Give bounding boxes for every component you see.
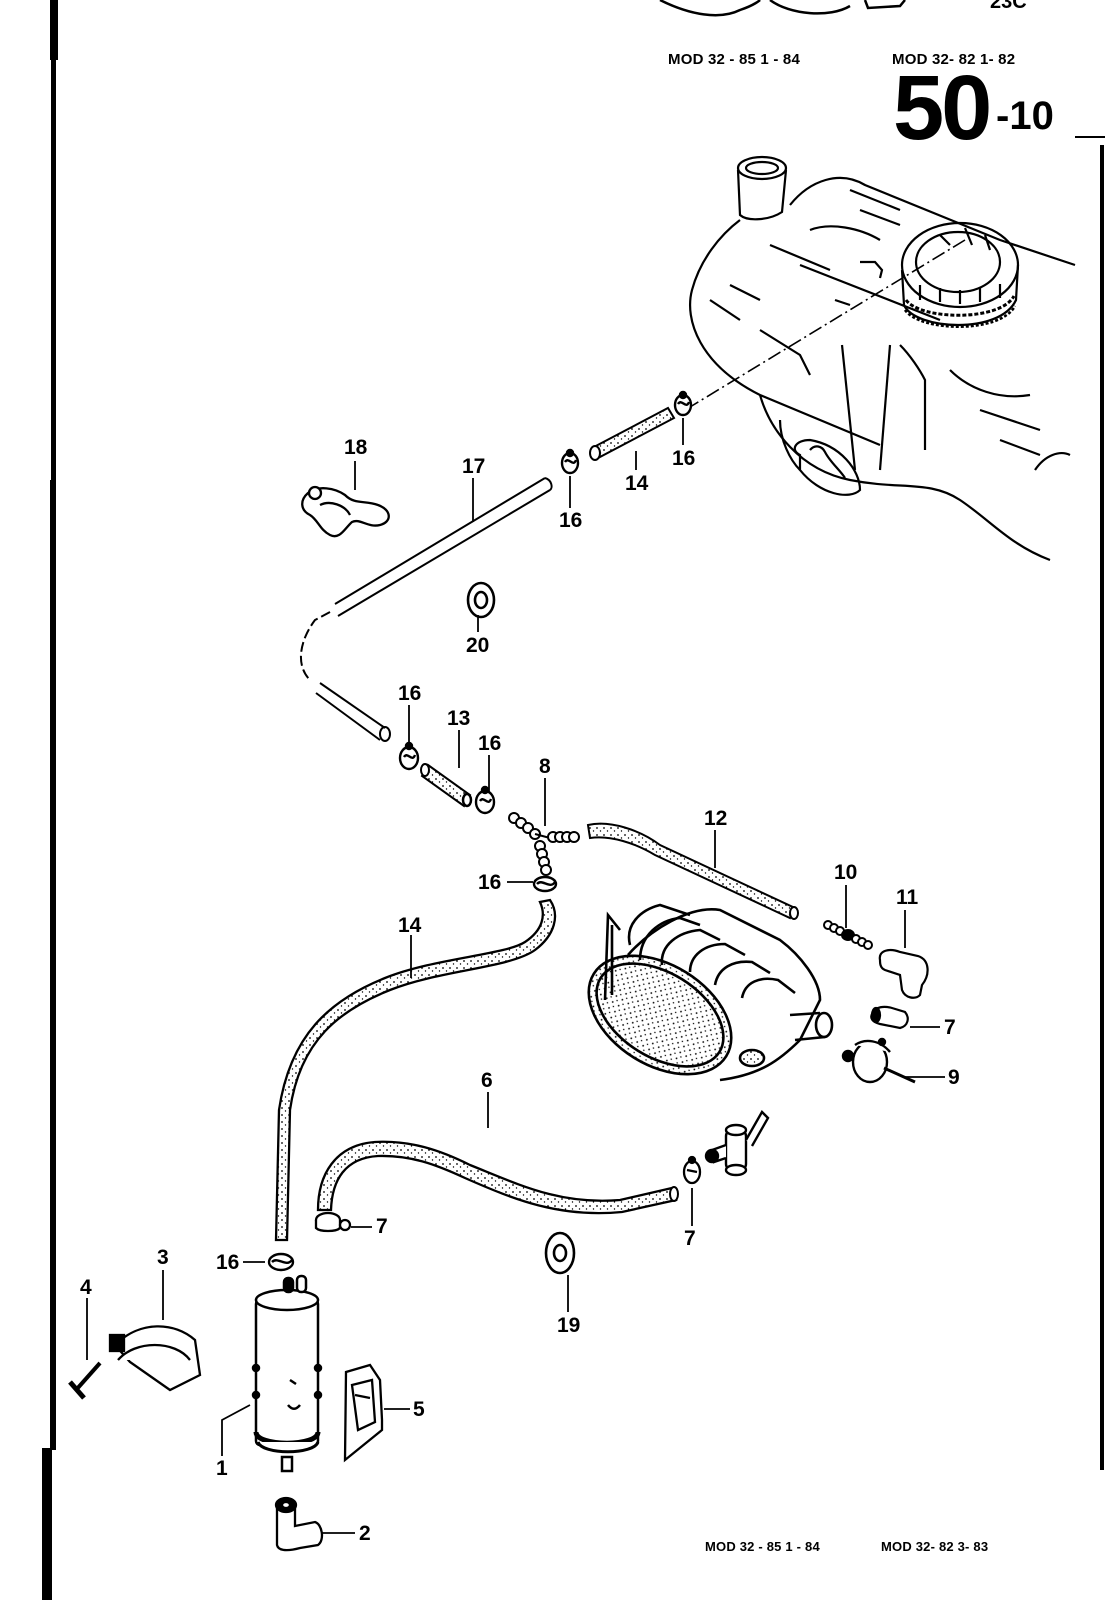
callout-16: 16 [559,509,583,532]
callout-16: 16 [478,732,502,755]
callout-14: 14 [625,472,649,495]
clamp-7-canister [314,1211,352,1233]
elbow-2 [274,1496,324,1552]
callout-7: 7 [944,1016,956,1039]
clamp-7-valve [870,1005,909,1030]
callout-7: 7 [376,1215,388,1238]
grommet-20 [466,581,496,619]
fuel-tank [688,155,1076,562]
page-number-sub: -10 [996,94,1054,138]
leader-lines [86,418,945,1534]
page-number-main: 50 [893,57,992,159]
hose-14-upper [589,406,676,461]
callout-10: 10 [834,861,858,884]
callout-6: 6 [481,1069,493,1092]
hose-14-lower [274,898,557,1242]
callout-11: 11 [896,886,919,909]
strap-3 [108,1325,202,1392]
clamp-16-tank [673,390,693,417]
page-frame-right [1075,136,1105,1470]
previous-illustration-fragment [659,0,906,17]
clamp-16-upper [560,448,580,475]
model-reference-footer-left: MOD 32 - 85 1 - 84 [705,1539,820,1554]
model-reference-header-left: MOD 32 - 85 1 - 84 [668,51,800,68]
connector-10 [823,920,873,950]
hose-clamps-16 [267,390,693,1272]
callout-16: 16 [478,871,502,894]
callout-19: 19 [557,1314,581,1337]
callout-14: 14 [398,914,422,937]
model-reference-header-right: MOD 32- 82 1- 82 [892,51,1016,68]
callout-16: 16 [672,447,696,470]
clamp-16-mid-right [474,785,496,815]
page-edge-left [42,0,58,1600]
callout-17: 17 [462,455,486,478]
valve-9 [841,1037,916,1084]
canister-housing [587,903,834,1082]
callout-4: 4 [80,1276,92,1299]
callout-8: 8 [539,755,551,778]
callout-12: 12 [704,807,728,830]
previous-figure-fragment-label: 23C [990,0,1027,13]
vent-path-dashed [689,239,966,408]
callout-16: 16 [398,682,422,705]
callout-5: 5 [413,1398,425,1421]
model-reference-footer-right: MOD 32- 82 3- 83 [881,1539,989,1554]
callout-18: 18 [344,436,368,459]
callout-2: 2 [359,1522,371,1545]
hose-12 [586,822,799,920]
y-connector-8 [508,812,580,876]
clamp-16-mid-left [398,741,420,771]
callout-7: 7 [684,1227,696,1250]
clamp-16-canister [267,1252,295,1272]
hose-13 [420,763,473,808]
hose-6 [316,1140,679,1215]
clip-18 [301,485,390,538]
callout-20: 20 [466,634,490,657]
grommet-19 [544,1231,576,1275]
vent-line-17 [299,477,553,742]
callout-3: 3 [157,1246,169,1269]
t-fitting [704,1110,770,1177]
clamp-7-hose6 [682,1155,702,1185]
bracket-5 [343,1363,384,1463]
callout-9: 9 [948,1066,960,1089]
canister-1 [251,1274,323,1473]
clamp-16-lower [532,875,558,893]
callout-1: 1 [216,1457,228,1480]
callout-16: 16 [216,1251,240,1274]
callout-13: 13 [447,707,471,730]
elbow-cap-11 [878,949,929,999]
screw-4 [68,1361,102,1400]
